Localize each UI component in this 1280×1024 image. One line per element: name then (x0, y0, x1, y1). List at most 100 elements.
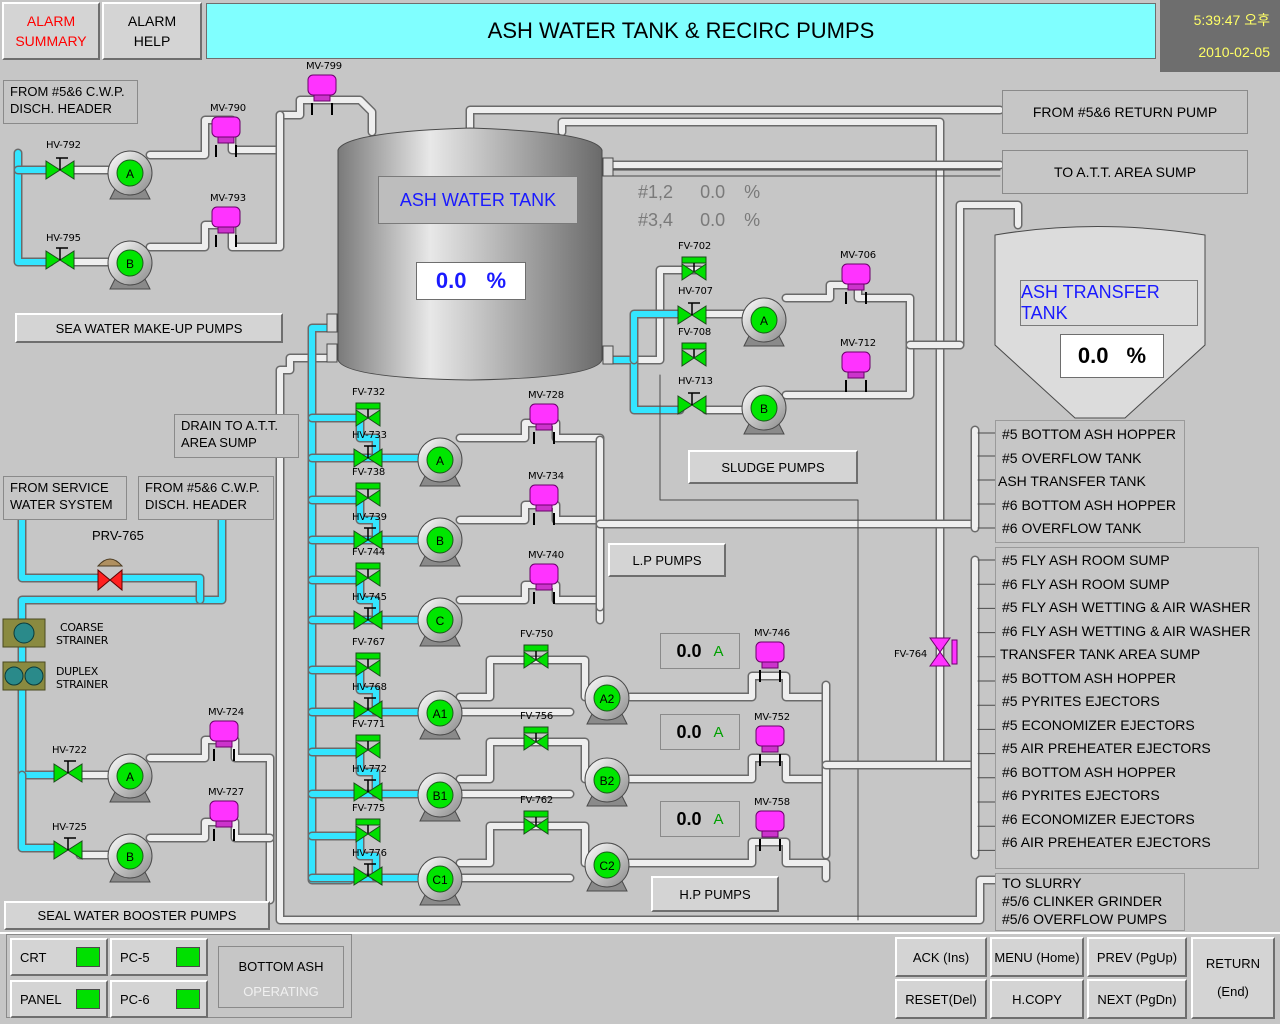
prv-765[interactable] (96, 558, 124, 592)
pc6-status[interactable]: PC-6 (110, 980, 208, 1018)
mv-727[interactable] (209, 800, 239, 841)
lp-pump-b[interactable]: B (417, 517, 463, 567)
hv-725[interactable] (53, 837, 83, 860)
hv-768-tag: HV-768 (352, 682, 387, 693)
sludge-pump-a[interactable]: A (741, 297, 787, 347)
sludge-pump-b[interactable]: B (741, 385, 787, 435)
next-button[interactable]: NEXT (PgDn) (1087, 979, 1187, 1019)
hv-745[interactable] (353, 607, 383, 630)
mv-746[interactable] (755, 641, 785, 682)
hv-713-tag: HV-713 (678, 376, 713, 387)
hv-772[interactable] (353, 779, 383, 802)
sea-water-makeup-pumps-label[interactable]: SEA WATER MAKE-UP PUMPS (15, 313, 283, 343)
line1-tag: #1,2 (638, 182, 674, 202)
fv-771[interactable] (355, 734, 381, 759)
hcopy-button[interactable]: H.COPY (990, 979, 1084, 1019)
fv-764-actuator (951, 639, 958, 665)
prev-button[interactable]: PREV (PgUp) (1087, 937, 1187, 977)
hv-707[interactable] (677, 302, 707, 325)
lp-pump-c[interactable]: C (417, 597, 463, 647)
mv-724-tag: MV-724 (208, 707, 244, 718)
mv-727-yoke (215, 820, 233, 828)
mv-706[interactable] (841, 263, 871, 304)
seal-water-booster-pumps-label[interactable]: SEAL WATER BOOSTER PUMPS (4, 901, 270, 930)
mv-752[interactable] (755, 725, 785, 766)
mv-758[interactable] (755, 810, 785, 851)
mv-728[interactable] (529, 403, 559, 444)
hv-792[interactable] (45, 157, 75, 180)
seal-booster-pump-a[interactable]: A (107, 753, 153, 803)
sludge-drain (659, 374, 859, 921)
dest-top-item: #6 BOTTOM ASH HOPPER (1002, 496, 1177, 513)
hv-722[interactable] (53, 760, 83, 783)
pc5-status[interactable]: PC-5 (110, 938, 208, 976)
alarm-help-button[interactable]: ALARM HELP (102, 2, 202, 60)
fv-750[interactable] (523, 644, 549, 669)
hv-768[interactable] (353, 697, 383, 720)
prv-765-dome (96, 558, 124, 567)
sludge-pumps-label[interactable]: SLUDGE PUMPS (688, 450, 858, 484)
fv-702[interactable] (681, 256, 707, 281)
mv-734-yoke (535, 504, 553, 512)
fv-775-actuator (355, 818, 381, 826)
destinations-top: #5 BOTTOM ASH HOPPER #5 OVERFLOW TANK AS… (995, 420, 1185, 543)
hv-713[interactable] (677, 392, 707, 415)
fv-756[interactable] (523, 726, 549, 751)
mv-712-flange (845, 380, 867, 392)
sea-water-pump-b[interactable]: B (107, 240, 153, 290)
cwp-mid-pipe-outline (17, 515, 227, 780)
mv-712[interactable] (841, 351, 871, 392)
fv-775[interactable] (355, 818, 381, 843)
panel-status[interactable]: PANEL (10, 980, 108, 1018)
duplex-strainer[interactable] (2, 661, 46, 691)
hp-pump-c1[interactable]: C1 (417, 856, 463, 906)
seal-booster-pump-b[interactable]: B (107, 833, 153, 883)
alarm-summary-button[interactable]: ALARM SUMMARY (2, 2, 100, 60)
mv-793-yoke (217, 226, 235, 234)
sea-water-pump-a[interactable]: A (107, 150, 153, 200)
menu-button[interactable]: MENU (Home) (990, 937, 1084, 977)
mv-706-yoke (847, 283, 865, 291)
ack-button[interactable]: ACK (Ins) (895, 937, 987, 977)
mv-790[interactable] (211, 116, 241, 157)
fv-762[interactable] (523, 810, 549, 835)
lp-pump-a[interactable]: A (417, 437, 463, 487)
hp-b-transfer (457, 739, 588, 782)
hp-pump-c2[interactable]: C2 (584, 842, 630, 892)
hp2-b-discharge (627, 755, 829, 797)
mv-734[interactable] (529, 484, 559, 525)
hp-pump-b2[interactable]: B2 (584, 757, 630, 807)
page-title-text: ASH WATER TANK & RECIRC PUMPS (487, 18, 875, 43)
mv-793[interactable] (211, 206, 241, 247)
crt-status[interactable]: CRT (10, 938, 108, 976)
fv-744[interactable] (355, 562, 381, 587)
hv-795[interactable] (45, 247, 75, 270)
mv-740[interactable] (529, 563, 559, 604)
mv-799[interactable] (307, 74, 337, 115)
hv-776[interactable] (353, 863, 383, 886)
fv-732[interactable] (355, 402, 381, 427)
hp-pump-a2[interactable]: A2 (584, 675, 630, 725)
fv-767[interactable] (355, 652, 381, 677)
hp-pumps-label[interactable]: H.P PUMPS (651, 876, 779, 912)
hv-795-stem (56, 247, 68, 260)
from-cwp-mid-label: FROM #5&6 C.W.P. DISCH. HEADER (138, 476, 274, 520)
hv-739[interactable] (353, 527, 383, 550)
mv-724[interactable] (209, 720, 239, 761)
from-service-water-line2: WATER SYSTEM (10, 497, 113, 512)
fv-738[interactable] (355, 482, 381, 507)
hv-733[interactable] (353, 445, 383, 468)
lp-pumps-label[interactable]: L.P PUMPS (608, 543, 726, 577)
hp-b2-value: 0.0 (676, 721, 702, 742)
reset-button[interactable]: RESET(Del) (895, 979, 987, 1019)
hp-pump-b1[interactable]: B1 (417, 772, 463, 822)
fv-708[interactable] (681, 342, 707, 367)
return-line1: RETURN (1205, 956, 1261, 971)
hp-c2-unit: A (713, 810, 724, 828)
coarse-strainer[interactable] (2, 618, 46, 648)
lp-a-bypass (309, 415, 423, 461)
return-button[interactable]: RETURN (End) (1191, 937, 1275, 1019)
fv-764[interactable] (929, 637, 958, 667)
ash-water-tank[interactable] (337, 127, 603, 381)
hp-pump-a1[interactable]: A1 (417, 690, 463, 740)
